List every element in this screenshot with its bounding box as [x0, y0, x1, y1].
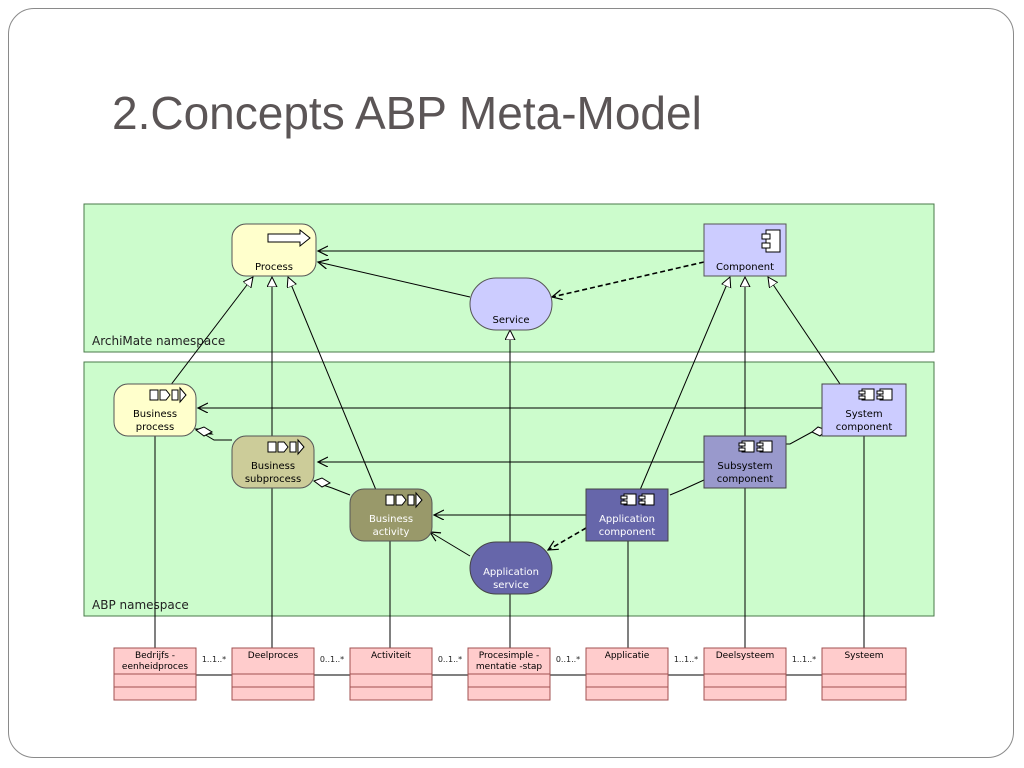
- node-application-service: Application service: [469, 541, 553, 595]
- business-process-label-2: process: [136, 422, 174, 433]
- node-business-process: Business process: [113, 383, 197, 437]
- business-subprocess-label-1: Business: [251, 461, 295, 472]
- table-procesimplementatiestap: [467, 647, 551, 701]
- component-label: Component: [716, 262, 774, 273]
- component-icon: [761, 229, 781, 253]
- business-activity-icon: [385, 491, 423, 509]
- table-bedrijfseenheidproces: [113, 647, 197, 701]
- table-applicatie: [585, 647, 669, 701]
- component-to-service-dashed: [552, 261, 705, 297]
- table-systeem: [821, 647, 907, 701]
- business-process-icon: [149, 386, 187, 404]
- class-tables: [113, 647, 907, 701]
- bact-to-process-gen: [288, 277, 377, 491]
- appcomp-to-component-gen: [639, 277, 730, 491]
- system-to-component-gen: [768, 277, 841, 385]
- application-service-label-2: service: [493, 580, 529, 591]
- connections: [154, 251, 865, 676]
- table-bedrijfs-label-1: Bedrijfs -: [135, 651, 175, 661]
- application-component-icon: [620, 493, 655, 506]
- mult-3: 0..1..*: [438, 655, 462, 664]
- business-subprocess-icon: [267, 438, 305, 456]
- table-procesimpl-label-2: mentatie -stap: [476, 662, 542, 672]
- abp-namespace-label: ABP namespace: [92, 598, 189, 612]
- node-component: Component: [703, 223, 787, 277]
- service-label: Service: [493, 315, 530, 326]
- table-labels: Bedrijfs - eenheidproces Deelproces Acti…: [122, 651, 884, 672]
- appservice-to-bact-line: [430, 532, 471, 557]
- subsystem-component-icon: [738, 440, 773, 453]
- system-component-label-1: System: [845, 409, 882, 420]
- business-subprocess-label-2: subprocess: [245, 474, 301, 485]
- table-bedrijfs-label-2: eenheidproces: [122, 662, 188, 672]
- business-activity-label-2: activity: [373, 527, 410, 538]
- system-component-label-2: component: [836, 422, 893, 433]
- service-to-process-line: [318, 262, 471, 298]
- bproc-to-process-gen: [169, 277, 253, 387]
- diamond-bproc: [194, 426, 214, 437]
- system-component-icon: [858, 388, 893, 401]
- bsubproc-to-bproc-agg: [203, 433, 232, 441]
- table-activiteit: [349, 647, 433, 701]
- subsystem-component-label-1: Subsystem: [717, 461, 772, 472]
- process-arrow-icon: [267, 228, 311, 248]
- business-activity-label-1: Business: [369, 514, 413, 525]
- node-subsystem-component: Subsystem component: [703, 435, 787, 489]
- table-systeem-label: Systeem: [844, 651, 883, 661]
- node-business-subprocess: Business subprocess: [231, 435, 315, 489]
- application-service-label-1: Application: [483, 567, 539, 578]
- node-application-component: Application component: [585, 488, 669, 542]
- table-deelsysteem-label: Deelsysteem: [716, 651, 775, 661]
- table-deelproces-label: Deelproces: [248, 651, 299, 661]
- mult-5: 1..1..*: [674, 655, 698, 664]
- table-activiteit-label: Activiteit: [371, 651, 411, 661]
- mult-2: 0..1..*: [320, 655, 344, 664]
- application-component-label-2: component: [599, 527, 656, 538]
- node-service: Service: [469, 277, 553, 331]
- mult-4: 0..1..*: [556, 655, 580, 664]
- business-process-label-1: Business: [133, 409, 177, 420]
- table-procesimpl-label-1: Procesimple -: [479, 651, 540, 661]
- process-label: Process: [255, 262, 293, 273]
- table-deelproces: [231, 647, 315, 701]
- appcomp-to-subsys-agg: [669, 479, 705, 496]
- table-deelsysteem: [703, 647, 787, 701]
- multiplicity-labels: 1..1..* 0..1..* 0..1..* 0..1..* 1..1..* …: [202, 655, 816, 664]
- table-applicatie-label: Applicatie: [605, 651, 650, 661]
- archimate-namespace-label: ArchiMate namespace: [92, 334, 225, 348]
- slide-title: 2.Concepts ABP Meta-Model: [112, 87, 702, 139]
- subsystem-component-label-2: component: [717, 474, 774, 485]
- node-business-activity: Business activity: [349, 488, 433, 542]
- node-system-component: System component: [821, 383, 907, 437]
- mult-1: 1..1..*: [202, 655, 226, 664]
- application-component-label-1: Application: [599, 514, 655, 525]
- mult-6: 1..1..*: [792, 655, 816, 664]
- node-process: Process: [231, 223, 317, 277]
- appcomp-to-appservice-dashed: [548, 527, 587, 551]
- diamond-bsubproc: [312, 477, 332, 488]
